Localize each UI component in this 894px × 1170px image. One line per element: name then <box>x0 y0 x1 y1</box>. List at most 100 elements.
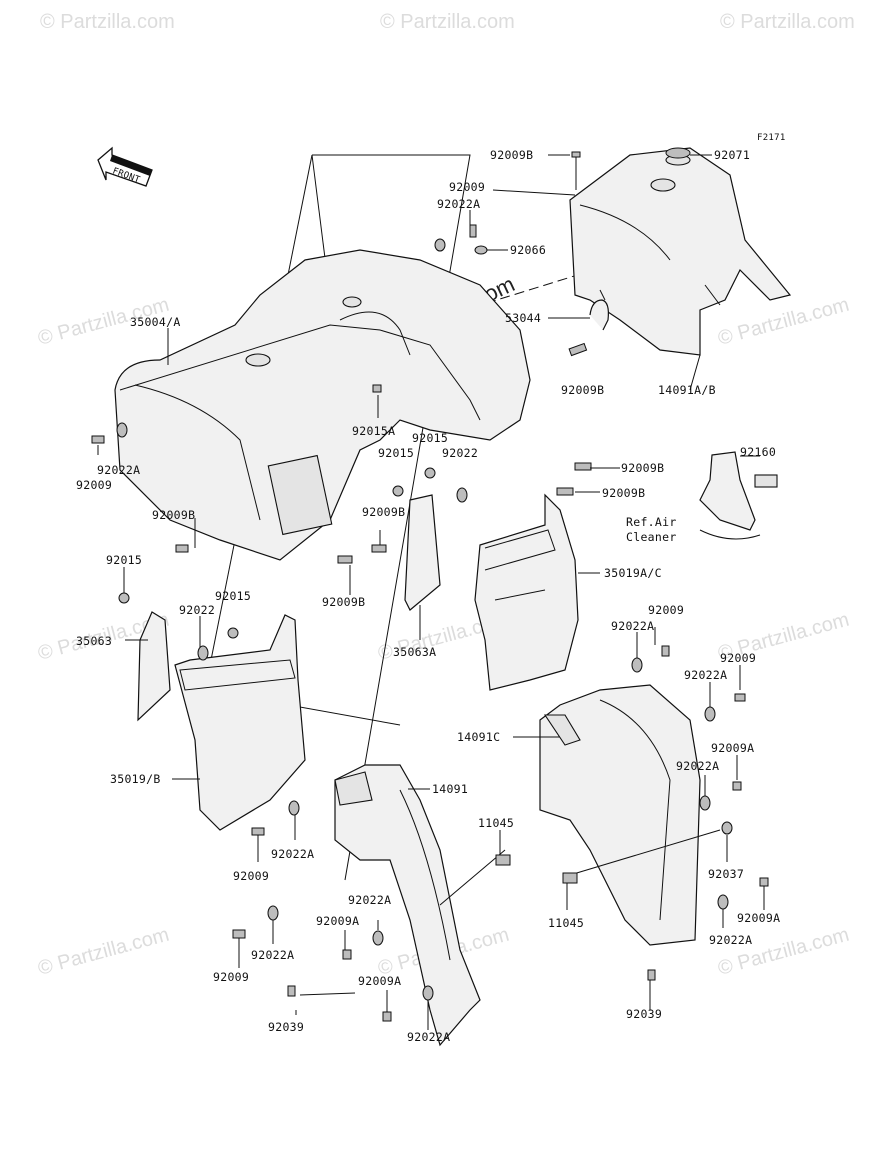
part-label: 92009A <box>358 974 401 988</box>
clip-icon <box>372 384 382 393</box>
watermark: © Partzilla.com <box>720 11 855 33</box>
part-label: 92015 <box>215 589 251 603</box>
grommet-icon <box>392 485 404 497</box>
part-label: 92022A <box>684 668 727 682</box>
watermark: © Partzilla.com <box>36 924 172 980</box>
plug-icon <box>474 245 488 255</box>
rear-fender-35004a <box>114 249 531 561</box>
part-label: 35004/A <box>130 315 181 329</box>
part-label: 92022A <box>611 619 654 633</box>
part-label: 92009A <box>316 914 359 928</box>
air-cleaner-ref-line2: Cleaner <box>626 530 677 544</box>
washer-icon <box>288 800 300 816</box>
part-label: 14091C <box>457 730 500 744</box>
bolt-icon <box>556 487 574 496</box>
part-label: 92022A <box>251 948 294 962</box>
bar-11045-left <box>439 849 506 906</box>
bolt-icon <box>732 781 742 791</box>
clip-53044 <box>589 299 609 331</box>
part-label: 92009B <box>602 486 645 500</box>
bolt-icon <box>574 462 592 471</box>
clamp-icon <box>721 821 733 835</box>
part-label: 14091A/B <box>658 383 716 397</box>
bolt-icon <box>382 1011 392 1022</box>
washer-icon <box>704 706 716 722</box>
screw-icon <box>287 985 296 997</box>
bolt-icon <box>232 929 246 939</box>
watermark: © Partzilla.com <box>716 294 852 350</box>
part-label: 92009 <box>233 869 269 883</box>
part-label: 92015A <box>352 424 395 438</box>
bolt-icon <box>469 224 477 238</box>
mudguard-14091 <box>334 764 481 1047</box>
part-label: 92160 <box>740 445 776 459</box>
washer-icon <box>434 238 446 252</box>
washer-icon <box>116 422 128 438</box>
mudguard-14091c <box>539 684 701 946</box>
washer-icon <box>267 905 279 921</box>
watermark: © Partzilla.com <box>380 11 515 33</box>
part-label: 92009A <box>737 911 780 925</box>
part-label: 35063 <box>76 634 112 648</box>
bolt-icon <box>571 151 581 158</box>
washer-icon <box>422 985 434 1001</box>
bolt-icon <box>91 435 105 444</box>
part-label: 11045 <box>548 916 584 930</box>
bracket-icon <box>562 872 578 884</box>
part-label: 92022A <box>97 463 140 477</box>
bolt-icon <box>371 544 387 553</box>
part-label: 92015 <box>412 431 448 445</box>
part-label: 92009 <box>648 603 684 617</box>
grommet-icon <box>227 627 239 639</box>
grommet-icon <box>665 147 691 159</box>
part-label: 35019/B <box>110 772 161 786</box>
part-labels: 92009B 92071 92009 92022A 92066 35004/A … <box>76 148 780 1044</box>
bolt-icon <box>337 555 353 564</box>
part-label: 92039 <box>268 1020 304 1034</box>
washer-icon <box>717 894 729 910</box>
side-panel-35019ac <box>474 493 579 691</box>
bolt-icon <box>342 949 352 960</box>
part-label: 92022 <box>179 603 215 617</box>
part-label: 92066 <box>510 243 546 257</box>
bracket-35063 <box>137 611 171 722</box>
part-label: 92015 <box>378 446 414 460</box>
part-label: 92071 <box>714 148 750 162</box>
part-label: 53044 <box>505 311 541 325</box>
washer-icon <box>456 487 468 503</box>
part-label: 92022A <box>676 759 719 773</box>
callout-lines <box>97 154 765 1030</box>
part-label: 35019A/C <box>604 566 662 580</box>
washer-icon <box>197 645 209 661</box>
grommet-icon <box>424 467 436 479</box>
part-label: 11045 <box>478 816 514 830</box>
hardware-icons <box>91 147 769 1022</box>
part-label: 92009A <box>711 741 754 755</box>
air-cleaner-ref-line1: Ref.Air <box>626 515 677 529</box>
part-label: 92009B <box>362 505 405 519</box>
part-label: 92009B <box>322 595 365 609</box>
washer-icon <box>631 657 643 673</box>
bolt-icon <box>734 693 746 702</box>
part-label: 35063A <box>393 645 436 659</box>
part-label: 92039 <box>626 1007 662 1021</box>
washer-icon <box>372 930 384 946</box>
bolt-icon <box>759 877 769 887</box>
part-label: 92022A <box>348 893 391 907</box>
part-label: 92009B <box>561 383 604 397</box>
part-label: 92022A <box>271 847 314 861</box>
part-label: 92022A <box>709 933 752 947</box>
part-label: 92009B <box>152 508 195 522</box>
part-label: 92009 <box>76 478 112 492</box>
front-arrow-icon: FRONT <box>97 146 153 187</box>
bolt-icon <box>175 544 189 553</box>
part-label: 92022 <box>442 446 478 460</box>
bolt-icon <box>251 827 265 836</box>
part-label: 14091 <box>432 782 468 796</box>
part-label: 92015 <box>106 553 142 567</box>
bracket-icon <box>495 854 511 866</box>
bolt-icon <box>661 645 670 657</box>
part-label: 92009B <box>490 148 533 162</box>
washer-icon <box>699 795 711 811</box>
bar-11045-right <box>569 829 721 876</box>
